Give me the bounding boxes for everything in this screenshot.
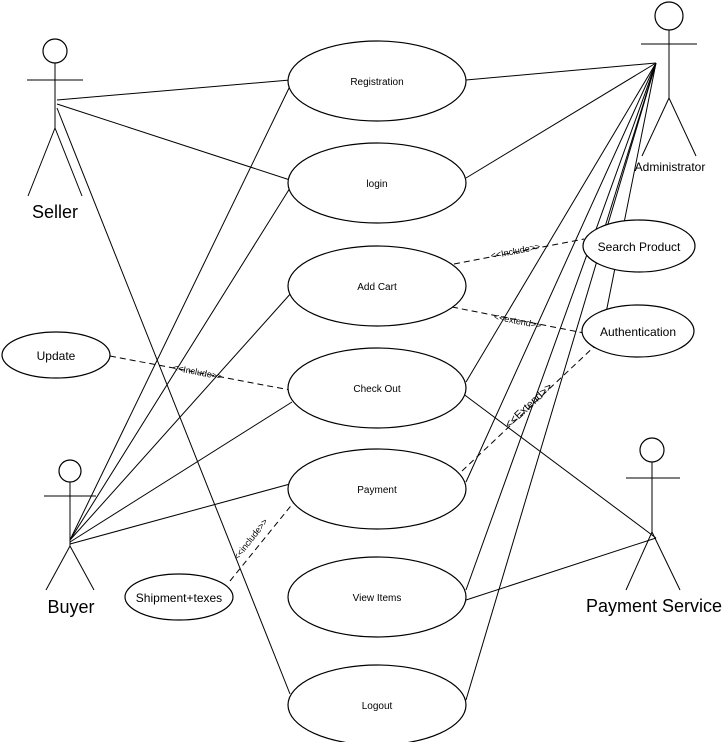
- usecase-login[interactable]: login: [287, 142, 467, 224]
- administrator-head-icon: [654, 1, 684, 31]
- assoc-payment-service-checkout: [461, 392, 657, 539]
- assoc-admin-logout: [465, 62, 657, 701]
- assoc-seller-logout: [56, 107, 291, 695]
- extend-addcart-authentication: [451, 306, 585, 334]
- buyer-label: Buyer: [47, 597, 94, 617]
- use-cases: Registration login Add Cart Check Out Pa…: [1, 40, 696, 742]
- include-search-label: <<Include>>: [490, 241, 541, 260]
- usecase-update[interactable]: Update: [1, 331, 111, 379]
- usecase-logout-label: Logout: [362, 701, 393, 712]
- associations: [56, 62, 657, 701]
- dependencies: [109, 238, 599, 582]
- assoc-admin-searchproduct: [603, 62, 657, 231]
- assoc-seller-login: [56, 103, 291, 181]
- usecase-shipment[interactable]: Shipment+texes: [124, 573, 234, 621]
- extend-payment-authentication: [461, 342, 599, 472]
- usecase-logout[interactable]: Logout: [287, 664, 467, 742]
- include-shipment-payment: [229, 501, 295, 582]
- usecase-authentication-label: Authentication: [600, 325, 676, 339]
- assoc-buyer-addcart: [69, 291, 293, 541]
- assoc-admin-authentication: [605, 62, 657, 314]
- assoc-buyer-checkout: [69, 401, 293, 543]
- extend-auth-label: <<extend>>: [493, 312, 542, 331]
- assoc-buyer-login: [69, 187, 291, 541]
- actor-payment-service[interactable]: Payment Service: [586, 437, 722, 616]
- usecase-search-product[interactable]: Search Product: [582, 219, 696, 273]
- usecase-view-items[interactable]: View Items: [287, 556, 467, 638]
- assoc-seller-registration: [56, 79, 291, 101]
- assoc-admin-viewitems: [465, 62, 657, 591]
- assoc-payment-service-viewitems: [465, 537, 657, 601]
- usecase-update-label: Update: [37, 349, 76, 363]
- payment-service-label: Payment Service: [586, 596, 722, 616]
- actor-seller[interactable]: Seller: [27, 38, 83, 222]
- seller-label: Seller: [32, 202, 78, 222]
- usecase-add-cart[interactable]: Add Cart: [287, 245, 467, 327]
- assoc-buyer-payment: [69, 483, 291, 545]
- buyer-head-icon: [58, 459, 82, 483]
- usecase-search-product-label: Search Product: [598, 240, 681, 254]
- usecase-authentication[interactable]: Authentication: [581, 304, 695, 358]
- extend-payment-label: <<Extend>>: [503, 381, 555, 431]
- usecase-registration[interactable]: Registration: [287, 40, 467, 122]
- actor-buyer[interactable]: Buyer: [44, 459, 96, 617]
- usecase-shipment-label: Shipment+texes: [136, 591, 222, 605]
- usecase-check-out[interactable]: Check Out: [287, 347, 467, 429]
- assoc-admin-checkout: [465, 62, 657, 383]
- assoc-admin-registration: [465, 62, 657, 81]
- usecase-login-label: login: [366, 179, 387, 190]
- usecase-registration-label: Registration: [350, 77, 403, 88]
- usecase-payment-label: Payment: [357, 485, 397, 496]
- include-addcart-search: [453, 238, 585, 265]
- payment-service-head-icon: [639, 437, 665, 463]
- usecase-add-cart-label: Add Cart: [357, 282, 397, 293]
- seller-head-icon: [42, 38, 68, 64]
- assoc-admin-login: [465, 62, 657, 179]
- include-update-checkout: [109, 355, 291, 391]
- include-update-label: <<Include>>: [172, 362, 223, 381]
- usecase-payment[interactable]: Payment: [287, 448, 467, 530]
- usecase-check-out-label: Check Out: [353, 384, 400, 395]
- administrator-label: Administrator: [635, 160, 706, 174]
- actor-administrator[interactable]: Administrator: [635, 1, 706, 174]
- assoc-admin-payment: [465, 62, 657, 483]
- assoc-buyer-registration: [69, 85, 291, 541]
- usecase-view-items-label: View Items: [353, 593, 402, 604]
